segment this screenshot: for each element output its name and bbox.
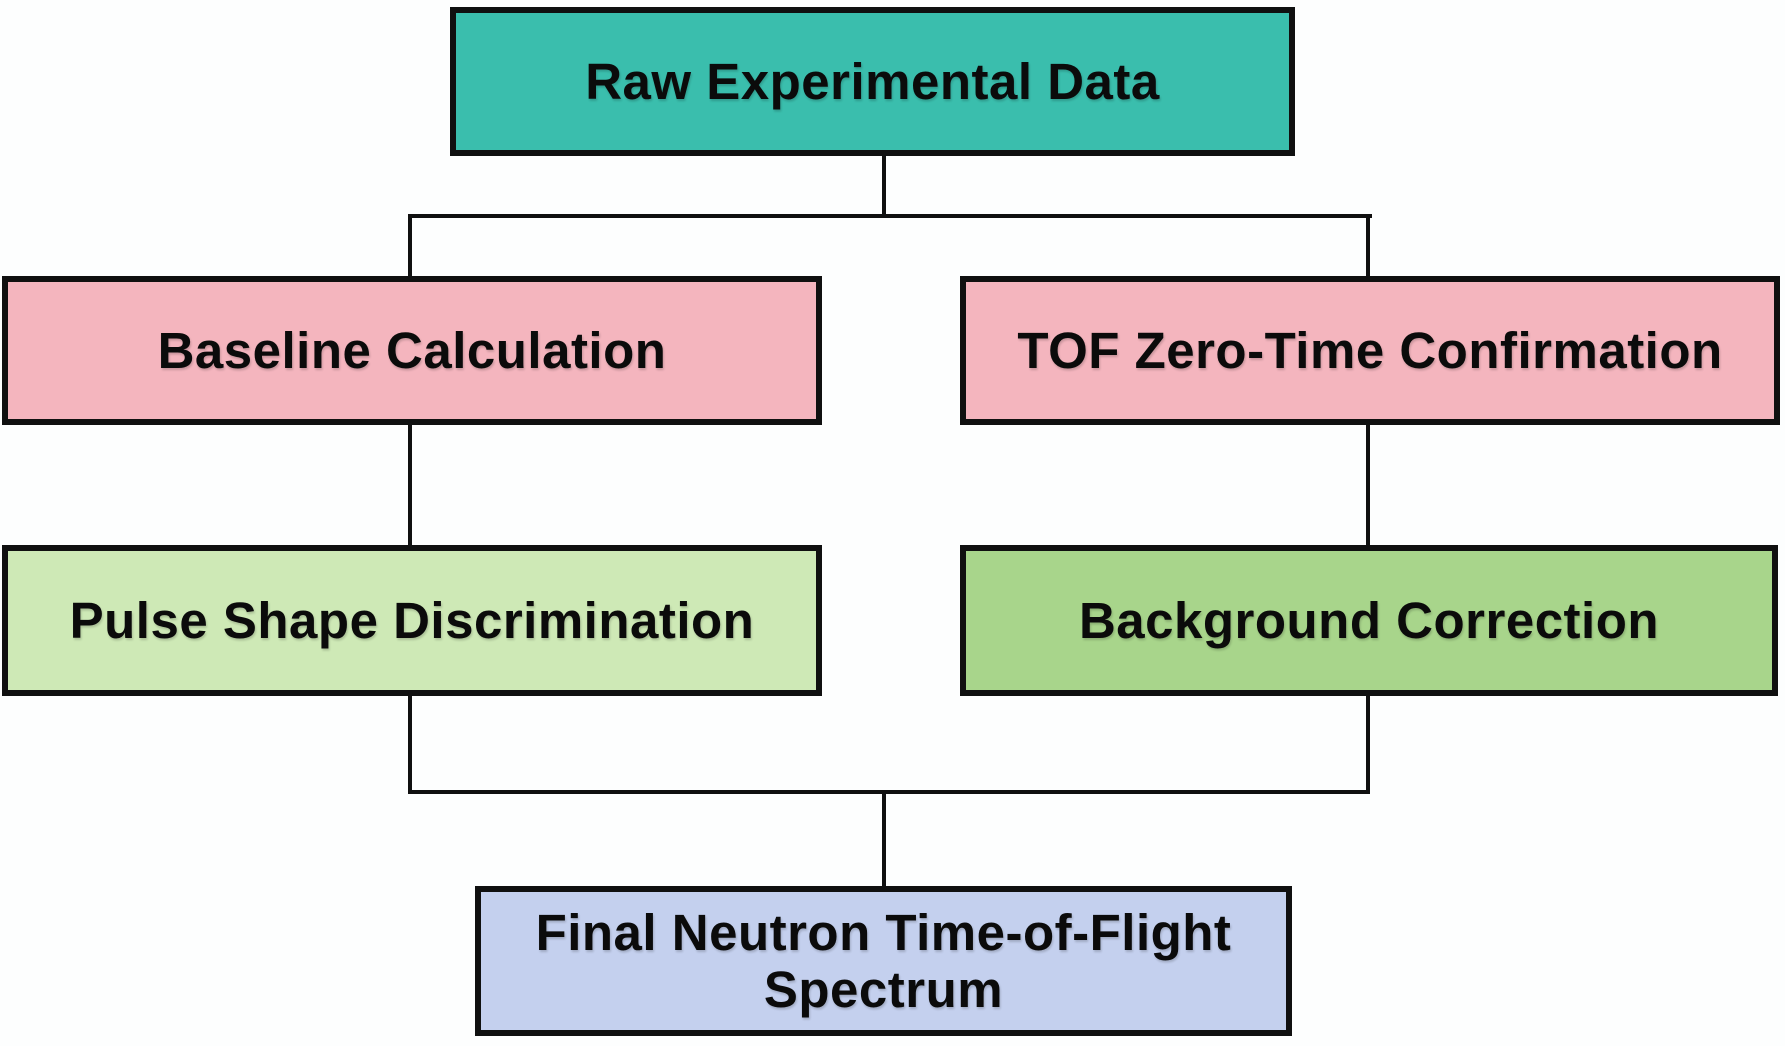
node-tof-zero-time-confirmation: TOF Zero-Time Confirmation — [960, 276, 1780, 425]
connector-raw-to-rail — [882, 156, 886, 218]
node-background-correction: Background Correction — [960, 545, 1778, 696]
connector-merge-rail — [408, 790, 1370, 794]
connector-branch-rail — [408, 214, 1372, 218]
connector-rail-to-tof — [1366, 214, 1370, 278]
connector-psd-to-merge-rail — [408, 694, 412, 792]
connector-bg-to-merge-rail — [1366, 694, 1370, 792]
connector-tof-to-bg — [1366, 423, 1370, 547]
node-pulse-shape-discrimination: Pulse Shape Discrimination — [2, 545, 822, 696]
connector-rail-to-baseline — [408, 214, 412, 278]
node-final-neutron-tof-spectrum: Final Neutron Time-of-Flight Spectrum — [475, 886, 1292, 1036]
connector-baseline-to-psd — [408, 423, 412, 547]
node-baseline-calculation: Baseline Calculation — [2, 276, 822, 425]
connector-rail-to-final — [882, 790, 886, 888]
node-raw-experimental-data: Raw Experimental Data — [450, 7, 1295, 156]
